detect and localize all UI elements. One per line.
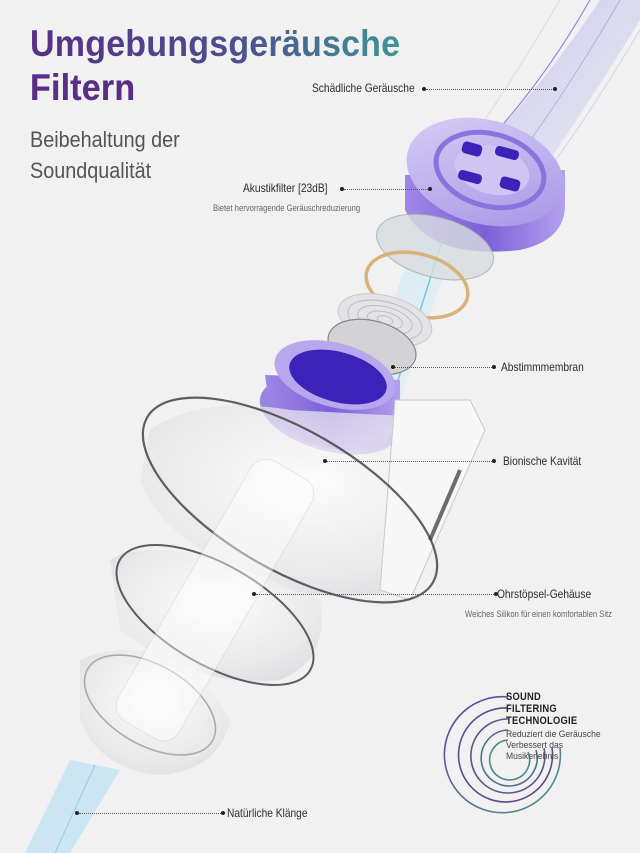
callout-acoustic-filter-description: Bietet hervorragende Geräuschreduzierung <box>213 203 361 213</box>
technology-desc-line-2: Verbessert das <box>506 740 564 751</box>
technology-title-line-1: SOUND <box>506 691 542 703</box>
leader-line <box>395 367 492 368</box>
leader-dot <box>391 365 395 369</box>
acoustic-filter-cylinder <box>405 117 565 252</box>
leader-dot <box>340 187 344 191</box>
leader-dot <box>428 187 432 191</box>
title-line-1: Umgebungsgeräusche <box>30 23 401 64</box>
callout-natural-sounds-label: Natürliche Klänge <box>227 806 308 820</box>
technology-desc-line-1: Reduziert die Geräusche <box>506 729 601 740</box>
subtitle-line-2: Soundqualität <box>30 158 152 183</box>
page-subtitle: Beibehaltung der Soundqualität <box>30 124 180 186</box>
leader-line <box>327 461 492 462</box>
callout-earplug-housing-description: Weiches Silikon für einen komfortablen S… <box>465 609 612 619</box>
page-title: Umgebungsgeräusche Filtern <box>30 22 400 110</box>
leader-dot <box>422 87 426 91</box>
leader-dot <box>494 592 498 596</box>
leader-dot <box>221 811 225 815</box>
technology-desc-line-3: Musikerlebnis <box>506 751 559 762</box>
subtitle-line-1: Beibehaltung der <box>30 127 180 152</box>
leader-line <box>256 594 494 595</box>
callout-acoustic-filter-label: Akustikfilter [23dB] <box>243 181 328 195</box>
callout-tuning-membrane-label: Abstimmmembran <box>501 360 584 374</box>
technology-badge: SOUND FILTERING TECHNOLOGIE Reduziert di… <box>440 688 640 818</box>
earplug-housing-body <box>80 396 486 775</box>
leader-dot <box>553 87 557 91</box>
leader-line <box>426 89 552 90</box>
callout-bionic-cavity-label: Bionische Kavität <box>503 454 582 468</box>
callout-earplug-housing-label: Ohrstöpsel-Gehäuse <box>497 587 592 601</box>
concentric-arcs-icon <box>443 695 562 814</box>
technology-title-line-3: TECHNOLOGIE <box>506 715 578 727</box>
callout-harmful-noise-label: Schädliche Geräusche <box>312 81 415 95</box>
technology-title: SOUND FILTERING TECHNOLOGIE <box>506 691 590 727</box>
technology-description: Reduziert die Geräusche Verbessert das M… <box>506 729 611 762</box>
leader-dot <box>323 459 327 463</box>
technology-title-line-2: FILTERING <box>506 703 557 715</box>
leader-dot <box>252 592 256 596</box>
leader-dot <box>492 365 496 369</box>
leader-line <box>79 813 221 814</box>
leader-dot <box>75 811 79 815</box>
leader-line <box>344 189 428 190</box>
leader-dot <box>492 459 496 463</box>
title-line-2: Filtern <box>30 67 136 108</box>
